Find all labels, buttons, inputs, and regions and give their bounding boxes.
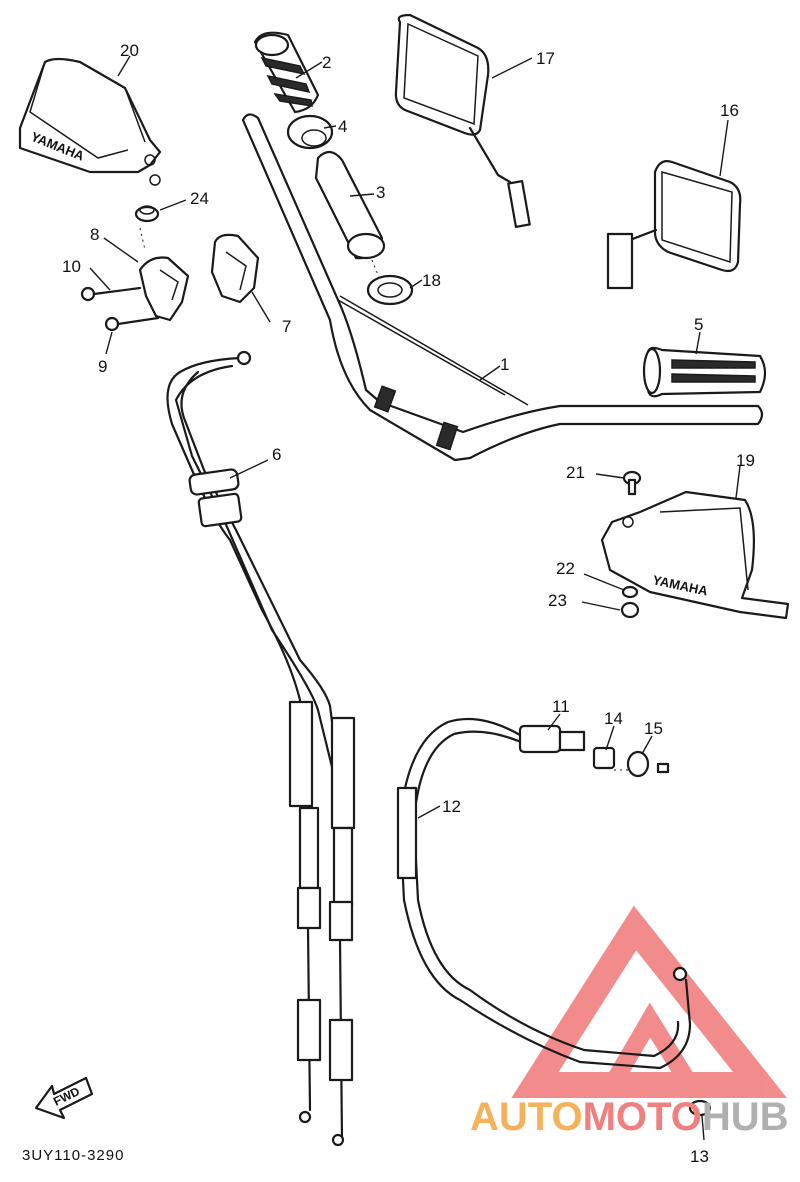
nut-15	[626, 750, 670, 778]
label-23: 23	[548, 591, 567, 610]
mirror-right	[606, 160, 742, 290]
label-10: 10	[62, 257, 81, 276]
adjuster-14	[592, 746, 616, 770]
label-24: 24	[190, 189, 209, 208]
label-20: 20	[120, 41, 139, 60]
label-12: 12	[442, 797, 461, 816]
left-grip	[253, 31, 320, 114]
watermark-part3: HUB	[702, 1095, 789, 1139]
nut-24	[134, 205, 160, 223]
watermark-part2: MOTO	[583, 1095, 702, 1139]
label-19: 19	[736, 451, 755, 470]
label-21: 21	[566, 463, 585, 482]
hand-guard-right: YAMAHA	[600, 490, 790, 620]
label-14: 14	[604, 709, 623, 728]
label-3: 3	[376, 183, 385, 202]
label-22: 22	[556, 559, 575, 578]
label-13: 13	[690, 1147, 709, 1166]
label-15: 15	[644, 719, 663, 738]
fwd-arrow-icon: FWD	[34, 1076, 94, 1120]
right-grip	[642, 346, 767, 398]
holder-7	[210, 233, 260, 304]
collar-4	[286, 114, 334, 150]
washer-22	[621, 585, 639, 599]
label-6: 6	[272, 445, 281, 464]
label-4: 4	[338, 117, 347, 136]
watermark-text: AUTOMOTOHUB	[470, 1095, 789, 1139]
handlebar	[241, 113, 764, 462]
watermark-logo	[511, 905, 787, 1098]
throttle-cables	[166, 350, 356, 1147]
label-8: 8	[90, 225, 99, 244]
label-7: 7	[282, 317, 291, 336]
label-9: 9	[98, 357, 107, 376]
label-5: 5	[694, 315, 703, 334]
nut-23	[620, 601, 640, 619]
label-11: 11	[552, 697, 570, 716]
clutch-cable	[396, 717, 712, 1117]
throttle-tube	[314, 150, 386, 260]
screw-9	[104, 316, 160, 332]
holder-8	[138, 256, 190, 322]
watermark-part1: AUTO	[470, 1095, 583, 1139]
label-16: 16	[720, 101, 739, 120]
label-2: 2	[322, 53, 331, 72]
mirror-left	[394, 13, 531, 228]
hand-guard-left: YAMAHA	[18, 57, 162, 186]
label-17: 17	[536, 49, 555, 68]
bolt-21	[622, 470, 642, 496]
screw-10	[80, 286, 142, 302]
diagram-code: 3UY110-3290	[22, 1147, 124, 1164]
label-18: 18	[422, 271, 441, 290]
label-1: 1	[500, 355, 509, 374]
collar-18	[366, 274, 414, 306]
